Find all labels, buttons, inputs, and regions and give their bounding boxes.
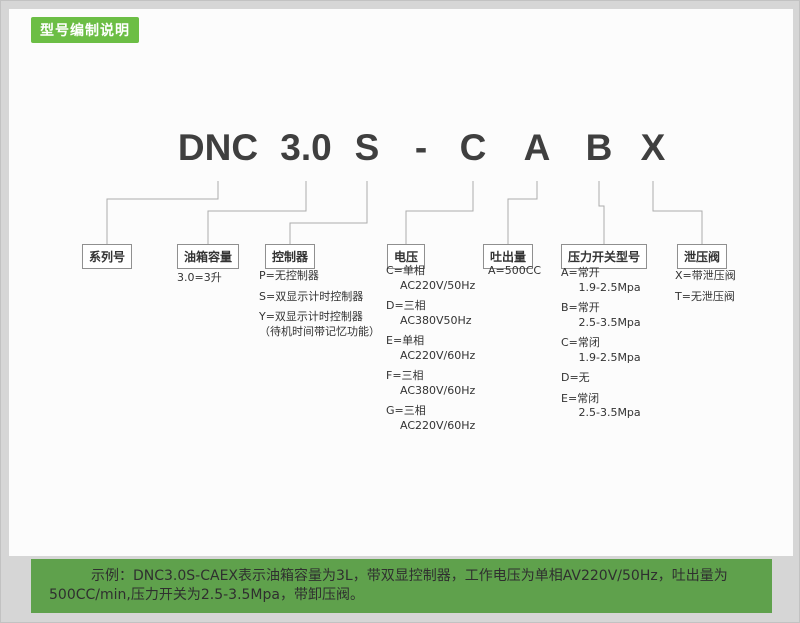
- example-text: 示例：DNC3.0S-CAEX表示油箱容量为3L，带双显控制器，工作电压为单相A…: [49, 568, 728, 603]
- option: F=三相 AC380V/60Hz: [386, 369, 476, 397]
- model-part-dash: -: [414, 127, 428, 168]
- connector-line: [405, 181, 474, 244]
- group-box-voltage: 电压: [386, 244, 426, 269]
- model-part-controller: S: [354, 127, 380, 168]
- group-box-controller: 控制器: [264, 244, 316, 269]
- option: E=单相 AC220V/60Hz: [386, 334, 476, 362]
- options-relief-valve: X=带泄压阀 T=无泄压阀: [675, 269, 736, 310]
- option: T=无泄压阀: [675, 289, 735, 303]
- option: S=双显示计时控制器: [259, 289, 364, 303]
- connector-line: [106, 181, 219, 244]
- model-part-capacity: 3.0: [280, 127, 332, 168]
- option: A=常开 1.9-2.5Mpa: [561, 266, 641, 294]
- option: B=常开 2.5-3.5Mpa: [561, 301, 641, 329]
- option: X=带泄压阀: [675, 269, 736, 282]
- option: C=单相 AC220V/50Hz: [386, 264, 476, 292]
- connector-line: [289, 181, 368, 244]
- group-box-discharge: 吐出量: [482, 244, 534, 269]
- option: Y=双显示计时控制器 （待机时间带记忆功能）: [259, 310, 380, 338]
- options-discharge: A=500CC: [488, 264, 541, 285]
- option: D=三相 AC380V50Hz: [386, 299, 472, 327]
- model-part-discharge: A: [523, 127, 551, 168]
- example-banner: 示例：DNC3.0S-CAEX表示油箱容量为3L，带双显控制器，工作电压为单相A…: [31, 559, 772, 613]
- option: G=三相 AC220V/60Hz: [386, 404, 476, 432]
- options-voltage: C=单相 AC220V/50Hz D=三相 AC380V50Hz E=单相 AC…: [386, 264, 475, 439]
- options-tank-capacity: 3.0=3升: [177, 271, 222, 292]
- model-part-voltage: C: [459, 127, 487, 168]
- group-box-tank-capacity: 油箱容量: [176, 244, 240, 269]
- option: D=无: [561, 371, 590, 385]
- option: E=常闭 2.5-3.5Mpa: [561, 391, 641, 420]
- connector-line: [598, 181, 605, 244]
- option: A=500CC: [488, 264, 542, 277]
- group-box-relief-valve: 泄压阀: [676, 244, 728, 269]
- page-title: 型号编制说明: [31, 17, 139, 43]
- connector-line: [507, 181, 538, 244]
- options-controller: P=无控制器 S=双显示计时控制器 Y=双显示计时控制器 （待机时间带记忆功能）: [259, 269, 380, 345]
- connector-line: [652, 181, 703, 244]
- content-panel: [9, 9, 793, 556]
- group-box-series: 系列号: [81, 244, 133, 269]
- connector-line: [207, 181, 307, 244]
- options-pressure-switch: A=常开 1.9-2.5Mpa B=常开 2.5-3.5Mpa C=常闭 1.9…: [561, 266, 641, 427]
- model-part-relief: X: [640, 127, 666, 168]
- option: 3.0=3升: [177, 271, 222, 284]
- model-part-series: DNC: [177, 127, 259, 168]
- group-box-pressure-switch: 压力开关型号: [560, 244, 648, 269]
- option: P=无控制器: [259, 269, 319, 282]
- model-part-pressure: B: [585, 127, 613, 168]
- option: C=常闭 1.9-2.5Mpa: [561, 336, 641, 364]
